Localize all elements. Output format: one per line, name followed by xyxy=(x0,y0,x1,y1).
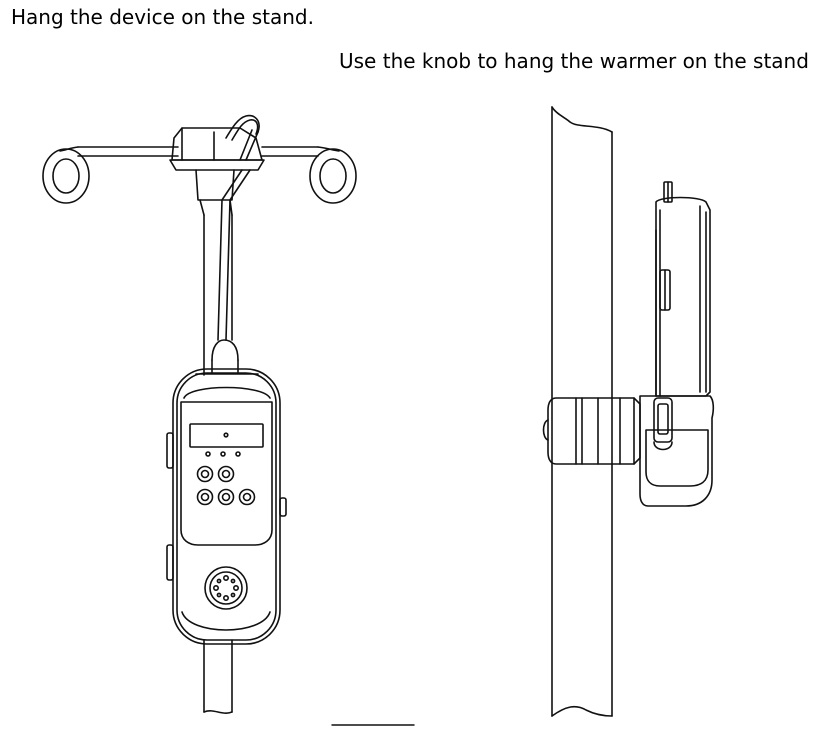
iv-pole-front-view xyxy=(42,114,357,714)
indicator-dot-3 xyxy=(235,451,241,457)
side-tab-left-lower xyxy=(166,544,174,581)
side-tab-left-upper xyxy=(166,432,174,469)
pole-side xyxy=(551,106,613,717)
indicator-dot-2 xyxy=(220,451,226,457)
pole-crossbar xyxy=(77,146,319,157)
warmer-device-front xyxy=(166,368,287,645)
left-hook xyxy=(42,146,90,204)
right-caption: Use the knob to hang the warmer on the s… xyxy=(339,49,809,73)
right-hook xyxy=(309,146,357,204)
connector-port xyxy=(204,566,248,610)
warmer-device-side xyxy=(639,181,715,507)
pole-top-hub xyxy=(169,114,265,171)
left-caption: Hang the device on the stand. xyxy=(11,5,314,29)
indicator-dot-1 xyxy=(205,451,211,457)
control-panel xyxy=(180,401,273,546)
pole-shaft-upper xyxy=(203,214,233,376)
pole-neck xyxy=(195,169,235,216)
display-dot xyxy=(223,432,229,438)
hanging-strap xyxy=(211,169,251,373)
iv-pole-side-view xyxy=(542,106,715,717)
pole-shaft-lower xyxy=(203,639,233,714)
clamp-knob xyxy=(542,397,641,465)
button-grid xyxy=(196,465,256,506)
side-tab-right xyxy=(279,497,287,517)
display-screen xyxy=(189,423,264,448)
